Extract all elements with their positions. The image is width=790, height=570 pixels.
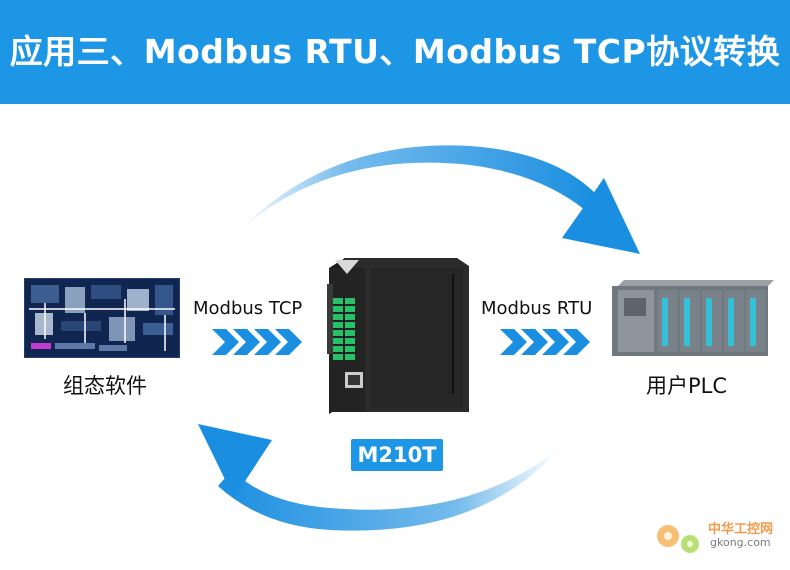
page-title: 应用三、Modbus RTU、Modbus TCP协议转换 bbox=[9, 32, 781, 71]
gear-logo-icon bbox=[657, 525, 699, 553]
io-module-image bbox=[325, 254, 471, 416]
right-chevron-arrows bbox=[500, 329, 590, 355]
scada-screen-image bbox=[24, 278, 180, 358]
device-model-badge: M210T bbox=[351, 439, 443, 471]
watermark-title: 中华工控网 bbox=[708, 522, 774, 537]
left-node-label: 组态软件 bbox=[63, 374, 147, 398]
left-protocol-label: Modbus TCP bbox=[193, 298, 303, 319]
title-banner: 应用三、Modbus RTU、Modbus TCP协议转换 bbox=[0, 0, 790, 104]
bottom-arc-arrow bbox=[198, 424, 560, 531]
right-protocol-label: Modbus RTU bbox=[481, 298, 593, 319]
watermark-url: gkong.com bbox=[710, 536, 771, 549]
left-chevron-arrows bbox=[212, 329, 302, 355]
plc-rack-image bbox=[612, 276, 774, 358]
top-arc-arrow bbox=[238, 145, 640, 254]
watermark: 中华工控网 gkong.com bbox=[650, 512, 780, 562]
right-node-label: 用户PLC bbox=[646, 374, 728, 398]
